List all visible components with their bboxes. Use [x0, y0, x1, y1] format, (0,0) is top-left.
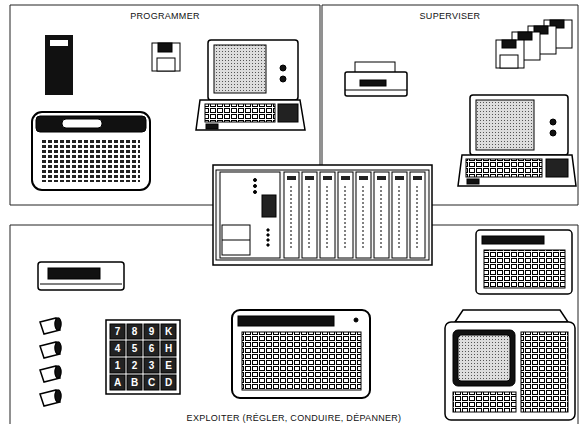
key-label: 5 — [127, 341, 142, 356]
key-label: D — [161, 375, 176, 390]
push-buttons — [40, 318, 61, 406]
programming-terminal — [196, 40, 305, 130]
supervision-terminal — [458, 95, 576, 186]
plc-rack — [213, 165, 432, 265]
region-heading: PROGRAMMER — [128, 11, 202, 21]
floppy-disk — [152, 43, 180, 71]
region-panel: EXPLOITER (RÉGLER, CONDUIRE, DÉPANNER) — [10, 225, 578, 424]
key-label: 7 — [110, 324, 125, 339]
key-label: 8 — [127, 324, 142, 339]
key-label: C — [144, 375, 159, 390]
key-label: 1 — [110, 358, 125, 373]
region-heading: EXPLOITER (RÉGLER, CONDUIRE, DÉPANNER) — [185, 413, 404, 423]
floppy-stack — [496, 20, 572, 68]
key-label: 9 — [144, 324, 159, 339]
key-label: 6 — [144, 341, 159, 356]
key-label: 4 — [110, 341, 125, 356]
pc-tower — [45, 35, 73, 95]
key-label: 2 — [127, 358, 142, 373]
key-label: K — [161, 324, 176, 339]
key-label: B — [127, 375, 142, 390]
region-panel: PROGRAMMER — [10, 5, 320, 205]
handheld-terminal — [476, 230, 572, 294]
screen-terminal — [445, 310, 575, 420]
region-panel: SUPERVISER — [322, 5, 578, 205]
region-heading: SUPERVISER — [418, 11, 483, 21]
printer — [345, 62, 407, 96]
operator-console — [232, 310, 370, 398]
key-label: 3 — [144, 358, 159, 373]
keypad — [106, 320, 180, 394]
key-label: H — [161, 341, 176, 356]
display-unit — [38, 262, 124, 290]
programming-console — [32, 112, 150, 190]
key-label: A — [110, 375, 125, 390]
panel-borders — [10, 5, 578, 424]
key-label: E — [161, 358, 176, 373]
